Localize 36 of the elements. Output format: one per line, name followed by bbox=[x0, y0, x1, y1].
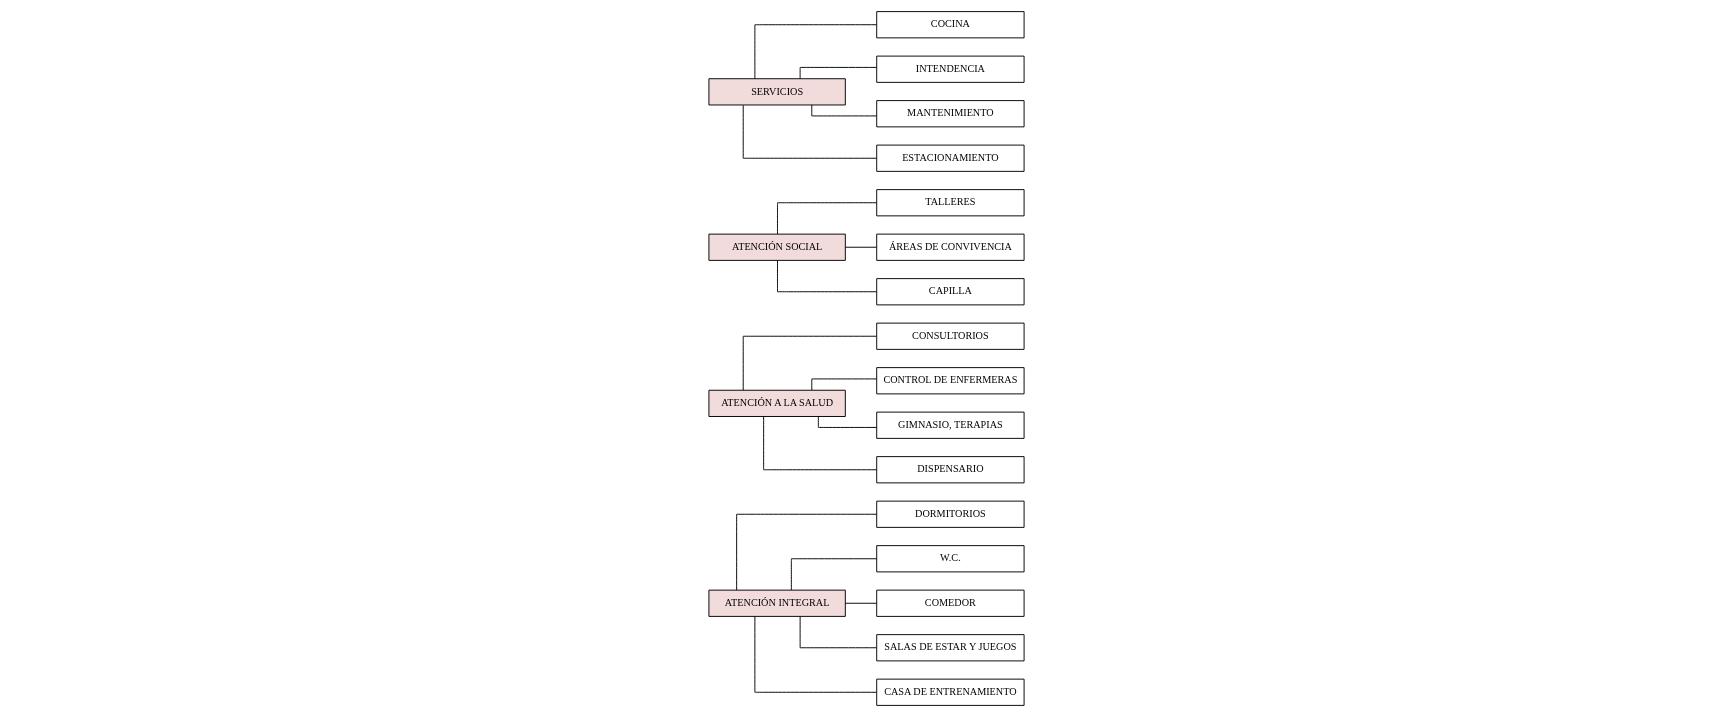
connector bbox=[742, 104, 877, 159]
node-box: COMEDOR bbox=[876, 589, 1025, 617]
connector bbox=[844, 246, 877, 248]
connector bbox=[799, 66, 878, 79]
connector bbox=[811, 104, 878, 117]
node-box: COCINA bbox=[876, 11, 1025, 39]
connector bbox=[754, 24, 877, 80]
node-box: ATENCIÓN SOCIAL bbox=[708, 233, 846, 261]
node-box: ATENCIÓN A LA SALUD bbox=[708, 389, 846, 417]
connector bbox=[790, 558, 878, 591]
connector bbox=[844, 602, 877, 604]
connector bbox=[754, 615, 877, 693]
connector bbox=[777, 260, 878, 293]
connector bbox=[777, 202, 878, 235]
node-box: SERVICIOS bbox=[708, 78, 846, 106]
node-box: DISPENSARIO bbox=[876, 456, 1025, 484]
node-box: ESTACIONAMIENTO bbox=[876, 144, 1025, 172]
node-box: TALLERES bbox=[876, 189, 1025, 217]
node-box: CONTROL DE ENFERMERAS bbox=[876, 367, 1025, 395]
connector bbox=[817, 416, 878, 428]
node-box: CAPILLA bbox=[876, 278, 1025, 306]
node-box: SALAS DE ESTAR Y JUEGOS bbox=[876, 634, 1025, 662]
node-box: CONSULTORIOS bbox=[876, 322, 1025, 350]
connector bbox=[736, 513, 877, 591]
node-box: MANTENIMIENTO bbox=[876, 100, 1025, 128]
node-box: ATENCIÓN INTEGRAL bbox=[708, 589, 846, 617]
node-box: CASA DE ENTRENAMIENTO bbox=[876, 678, 1025, 706]
node-box: GIMNASIO, TERAPIAS bbox=[876, 411, 1025, 439]
node-box: W.C. bbox=[876, 545, 1025, 573]
connector bbox=[811, 378, 878, 391]
node-box: INTENDENCIA bbox=[876, 55, 1025, 83]
connector bbox=[742, 335, 877, 391]
node-box: DORMITORIOS bbox=[876, 500, 1025, 528]
node-box: ÁREAS DE CONVIVENCIA bbox=[876, 233, 1025, 261]
connector bbox=[799, 616, 878, 649]
connector bbox=[763, 416, 878, 471]
